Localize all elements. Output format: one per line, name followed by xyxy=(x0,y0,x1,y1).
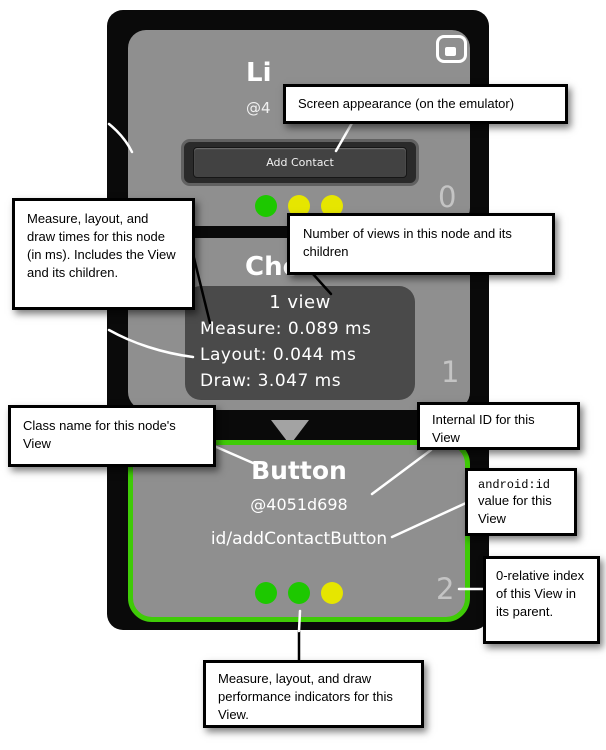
green-indicator-dot xyxy=(255,195,277,217)
middle-child-index: 1 xyxy=(441,355,460,389)
selected-child-index: 2 xyxy=(436,572,455,606)
selected-class-name: Button xyxy=(251,456,347,485)
callout-screen-appearance-text: Screen appearance (on the emulator) xyxy=(298,96,515,112)
callout-measure-times-text: Measure, layout, and draw times for this… xyxy=(27,211,176,280)
yellow-indicator-dot xyxy=(288,195,310,217)
tooltip-draw-time: Draw: 3.047 ms xyxy=(200,371,342,391)
callout-class-name-text: Class name for this node's View xyxy=(23,418,176,451)
parent-node-internal-id: @4 xyxy=(246,99,271,117)
selected-performance-indicators xyxy=(128,582,470,604)
add-contact-button-preview: Add Contact xyxy=(193,147,407,178)
add-contact-button-label: Add Contact xyxy=(266,156,334,169)
green-indicator-dot xyxy=(255,582,277,604)
node-stats-tooltip: 1 view Measure: 0.089 ms Layout: 0.044 m… xyxy=(185,286,415,400)
tree-node-parent[interactable] xyxy=(128,30,470,226)
screen-preview: Add Contact xyxy=(181,139,419,186)
window-icon[interactable] xyxy=(436,35,467,63)
tooltip-layout-time: Layout: 0.044 ms xyxy=(200,345,357,365)
callout-indicators-text: Measure, layout, and draw performance in… xyxy=(218,671,393,722)
callout-android-id-text: value for this View xyxy=(478,493,552,526)
green-indicator-dot xyxy=(288,582,310,604)
callout-internal-id: Internal ID for this View xyxy=(417,402,580,450)
callout-view-count-text: Number of views in this node and its chi… xyxy=(303,226,512,259)
callout-child-index: 0-relative index of this View in its par… xyxy=(483,556,600,644)
callout-class-name: Class name for this node's View xyxy=(8,405,216,467)
callout-android-id: android:id value for this View xyxy=(465,468,577,536)
tooltip-view-count: 1 view xyxy=(269,292,331,313)
parent-node-title: Li xyxy=(246,58,272,88)
callout-indicators: Measure, layout, and draw performance in… xyxy=(203,660,424,728)
selected-android-id: id/addContactButton xyxy=(210,529,388,549)
yellow-indicator-dot xyxy=(321,582,343,604)
window-icon-glyph xyxy=(445,47,456,56)
callout-measure-times: Measure, layout, and draw times for this… xyxy=(12,198,195,310)
android-id-code: android:id xyxy=(478,478,551,492)
parent-child-index: 0 xyxy=(438,180,457,214)
selected-internal-id: @4051d698 xyxy=(250,495,348,514)
callout-child-index-text: 0-relative index of this View in its par… xyxy=(496,568,585,619)
callout-screen-appearance: Screen appearance (on the emulator) xyxy=(283,84,568,124)
tooltip-measure-time: Measure: 0.089 ms xyxy=(200,319,372,339)
callout-view-count: Number of views in this node and its chi… xyxy=(287,213,555,275)
yellow-indicator-dot xyxy=(321,195,343,217)
callout-internal-id-text: Internal ID for this View xyxy=(432,412,535,445)
parent-performance-indicators xyxy=(128,195,470,217)
